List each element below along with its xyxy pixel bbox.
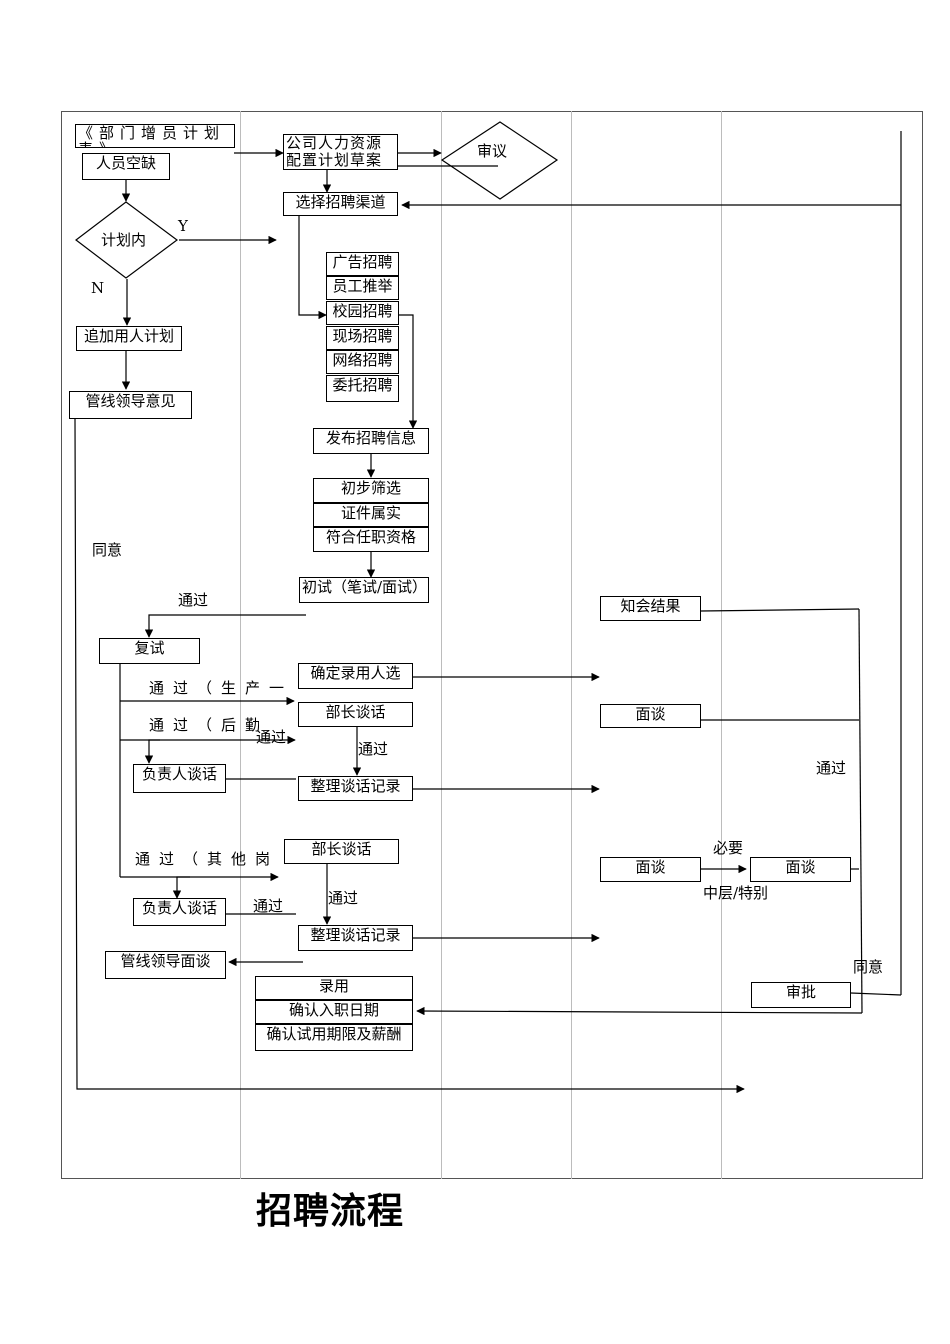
approve-box: 审批 (751, 982, 851, 1008)
owner-talk-box-2: 负责人谈话 (133, 898, 226, 926)
edge-label-pass-other: 通过（其他岗位） (135, 850, 275, 868)
confirm-start-date-box: 确认入职日期 (255, 1000, 413, 1024)
edge-label-no: N (91, 279, 105, 297)
retest-box: 复试 (99, 638, 200, 664)
edge-label-pass-logistics: 通过（后勤服务） (149, 716, 259, 734)
screening-box-2: 证件属实 (313, 503, 429, 527)
interview-box-2: 面谈 (600, 857, 701, 882)
interview-box-1: 面谈 (600, 704, 701, 728)
in-plan-label: 计划内 (101, 231, 147, 249)
edge-label-pass-top: 通过 (178, 591, 209, 609)
add-plan-box: 追加用人计划 (76, 326, 182, 351)
publish-box: 发布招聘信息 (313, 428, 429, 454)
dept-plan-box: 《部门增员计划表》 (75, 124, 235, 148)
choose-channel-box: 选择招聘渠道 (283, 192, 398, 216)
edge-label-necessary: 必要 (713, 839, 744, 857)
owner-talk-box-1: 负责人谈话 (133, 764, 226, 793)
edge-label-pass-production: 通过（生产一线） (149, 679, 289, 697)
review-diamond (440, 121, 559, 200)
notify-result-box: 知会结果 (600, 596, 701, 621)
review-label: 审议 (477, 142, 508, 160)
minister-talk-box-2: 部长谈话 (284, 839, 399, 864)
vacancy-box: 人员空缺 (82, 153, 170, 180)
hr-draft-box: 公司人力资源配置计划草案 (283, 134, 398, 170)
diagram-frame (61, 111, 923, 1179)
edge-label-pass-right: 通过 (816, 759, 847, 777)
edge-label-yes: Y (178, 217, 188, 235)
confirm-candidate-box: 确定录用人选 (298, 663, 413, 689)
minister-talk-box-1: 部长谈话 (298, 702, 413, 727)
channel-campus: 校园招聘 (326, 301, 399, 325)
edge-label-pass-d: 通过 (328, 889, 359, 907)
channel-ad: 广告招聘 (326, 252, 399, 276)
edge-label-agree-right: 同意 (853, 958, 884, 976)
screening-box-3: 符合任职资格 (313, 527, 429, 552)
edge-label-pass-a: 通过 (256, 728, 287, 746)
channel-onsite: 现场招聘 (326, 326, 399, 350)
swimlane-divider (571, 111, 572, 1179)
channel-referral: 员工推举 (326, 276, 399, 300)
swimlane-divider (721, 111, 722, 1179)
confirm-probation-salary-box: 确认试用期限及薪酬 (255, 1024, 413, 1051)
interview-box-3: 面谈 (750, 857, 851, 882)
edge-label-agree-left: 同意 (92, 541, 123, 559)
page-title: 招聘流程 (256, 1190, 405, 1232)
hire-box: 录用 (255, 976, 413, 1000)
first-test-box: 初试（笔试/面试） (299, 577, 429, 603)
line-leader-interview-box: 管线领导面谈 (105, 951, 226, 979)
record-box-1: 整理谈话记录 (298, 776, 413, 801)
swimlane-divider (240, 111, 241, 1179)
channel-agency: 委托招聘 (326, 375, 399, 402)
screening-box-1: 初步筛选 (313, 478, 429, 503)
line-leader-opinion-box: 管线领导意见 (69, 391, 192, 419)
channel-online: 网络招聘 (326, 350, 399, 374)
edge-label-pass-b: 通过 (358, 740, 389, 758)
swimlane-divider (441, 111, 442, 1179)
decision-diamond (75, 201, 179, 279)
edge-label-pass-c: 通过 (253, 897, 284, 915)
edge-label-middle-special: 中层/特别 (703, 884, 769, 902)
record-box-2: 整理谈话记录 (298, 925, 413, 951)
